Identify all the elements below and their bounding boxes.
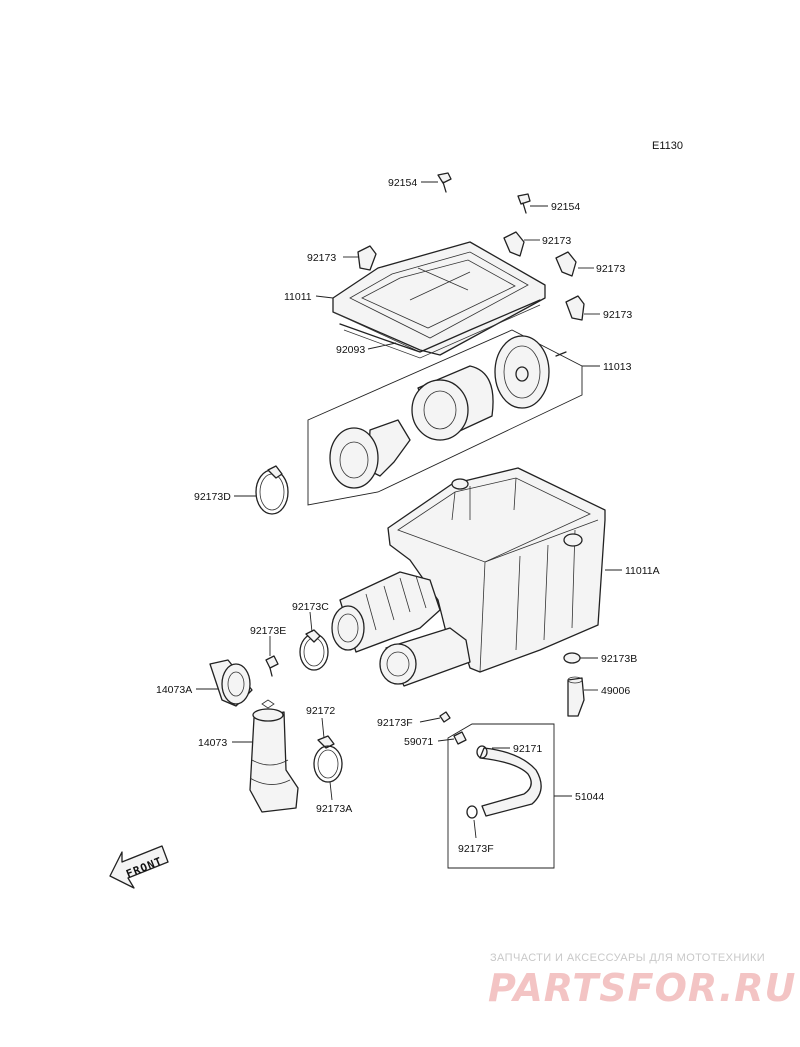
cover-seal-92093 xyxy=(339,299,541,359)
callout-92173-b: 92173 xyxy=(542,235,571,247)
clip-92173E xyxy=(265,655,279,677)
filter-end-cap xyxy=(494,335,550,409)
callout-92154-b: 92154 xyxy=(551,201,580,213)
callout-14073: 14073 xyxy=(198,737,227,749)
filter-element xyxy=(411,365,494,441)
callout-92173E: 92173E xyxy=(250,625,286,637)
clip-92173F-top xyxy=(439,711,451,723)
watermark-tagline: ЗАПЧАСТИ И АКСЕССУАРЫ ДЛЯ МОТОТЕХНИКИ xyxy=(490,952,766,964)
callout-92173A: 92173A xyxy=(316,803,352,815)
callout-14073A: 14073A xyxy=(156,684,192,696)
filter-holder xyxy=(329,419,411,489)
callout-92173-c: 92173 xyxy=(596,263,625,275)
air-box-case xyxy=(387,467,606,673)
callout-11011A: 11011A xyxy=(625,565,660,577)
clamp-92173B xyxy=(563,652,581,664)
duct-14073 xyxy=(249,699,299,813)
callout-11013: 11013 xyxy=(603,361,632,373)
callout-92173C: 92173C xyxy=(292,601,329,613)
callout-92173-d: 92173 xyxy=(603,309,632,321)
bolt-92154-left xyxy=(437,172,452,193)
clamp-92173C xyxy=(299,629,329,671)
callout-92173-a: 92173 xyxy=(307,252,336,264)
hose-51044 xyxy=(466,745,542,819)
clamp-92173-left xyxy=(357,245,377,271)
callout-51044: 51044 xyxy=(575,791,604,803)
clamp-92173D xyxy=(255,465,289,515)
intake-duct xyxy=(331,571,441,653)
clamp-92173A xyxy=(313,745,343,783)
callout-92173B: 92173B xyxy=(601,653,637,665)
clamp-92173-right3 xyxy=(565,295,585,321)
clamp-92173-right2 xyxy=(555,251,577,277)
bolt-92154-right xyxy=(517,193,531,214)
air-box-cover xyxy=(332,241,546,356)
clamp-92173-right1 xyxy=(503,231,525,257)
callout-92093: 92093 xyxy=(336,344,365,356)
clamp-92172 xyxy=(317,735,335,749)
fitting-59071 xyxy=(453,731,467,745)
callout-92173F-1: 92173F xyxy=(377,717,413,729)
callout-59071: 59071 xyxy=(404,736,433,748)
callout-92173D: 92173D xyxy=(194,491,231,503)
diagram-code: E1130 xyxy=(652,140,683,152)
callout-92154-a: 92154 xyxy=(388,177,417,189)
callout-49006: 49006 xyxy=(601,685,630,697)
callout-92173F-2: 92173F xyxy=(458,843,494,855)
filter-screw xyxy=(555,351,567,357)
boot-14073A xyxy=(209,659,253,707)
callout-11011: 11011 xyxy=(284,291,312,303)
drain-plug-49006 xyxy=(567,676,585,717)
outlet-duct xyxy=(379,627,471,687)
watermark-logo: PARTSFOR.RU xyxy=(488,966,797,1010)
front-arrow: FRONT xyxy=(109,845,169,889)
callout-92171: 92171 xyxy=(513,743,542,755)
filter-assembly-frame xyxy=(307,329,583,506)
callout-92172: 92172 xyxy=(306,705,335,717)
